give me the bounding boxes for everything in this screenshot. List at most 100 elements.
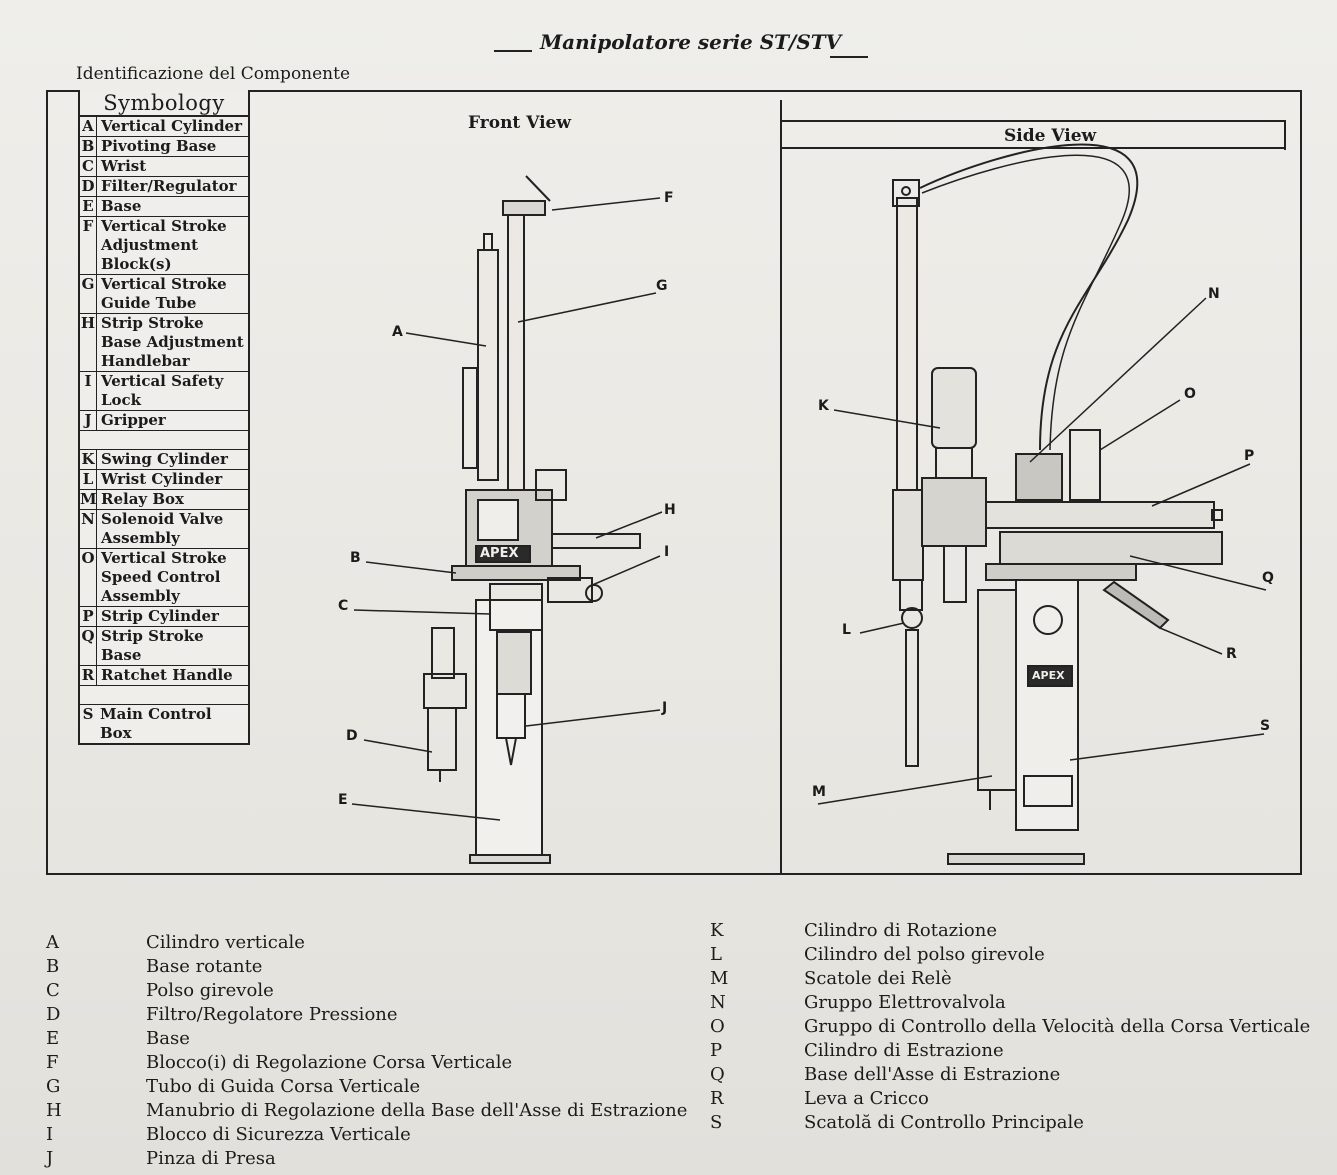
legend-label: Pinza di Presa xyxy=(146,1147,276,1169)
front-base-foot xyxy=(469,854,551,864)
legend-label: Gruppo Elettrovalvola xyxy=(804,991,1006,1013)
front-side-plate xyxy=(462,367,478,469)
side-wrist-block xyxy=(899,579,923,611)
symbology-letter: S xyxy=(82,705,94,723)
document-subtitle: Identificazione del Componente xyxy=(76,64,351,84)
side-swing-cylinder xyxy=(931,367,977,449)
side-speed-control xyxy=(1069,429,1101,501)
title-rule-right xyxy=(830,56,868,58)
side-lower-column xyxy=(892,489,924,581)
callout-n: N xyxy=(1208,286,1220,302)
symbology-label: Ratchet Handle xyxy=(101,666,233,684)
leader-q xyxy=(1129,555,1267,591)
legend-label: Cilindro di Rotazione xyxy=(804,919,997,941)
side-solenoid-valve xyxy=(1015,453,1063,501)
symbology-letter: F xyxy=(80,217,97,274)
front-handlebar xyxy=(551,533,641,549)
legend-label: Blocco(i) di Regolazione Corsa Verticale xyxy=(146,1051,513,1073)
symbology-letter: D xyxy=(80,177,97,196)
side-wrist-cylinder xyxy=(901,607,923,629)
leader-d xyxy=(363,739,433,753)
legend-label: Tubo di Guida Corsa Verticale xyxy=(146,1075,421,1097)
symbology-heading: Symbology xyxy=(80,90,248,117)
legend-label: Blocco di Sicurezza Verticale xyxy=(146,1123,411,1145)
legend-label: Scatole dei Relè xyxy=(804,967,952,989)
symbology-letter: J xyxy=(80,411,97,430)
legend-letter: L xyxy=(710,943,722,965)
legend-letter: Q xyxy=(710,1063,725,1085)
callout-o: O xyxy=(1184,386,1196,402)
symbology-label: Base xyxy=(101,197,142,215)
legend-letter: J xyxy=(46,1147,54,1169)
symbology-label: Vertical Stroke Guide Tube xyxy=(101,275,227,312)
legend-label: Cilindro verticale xyxy=(146,931,305,953)
legend-letter: C xyxy=(46,979,60,1001)
legend-letter: H xyxy=(46,1099,62,1121)
symbology-label: Vertical Cylinder xyxy=(101,117,242,135)
legend-letter: P xyxy=(710,1039,723,1061)
front-cylinder-cap xyxy=(483,233,493,251)
callout-d: D xyxy=(346,728,358,744)
callout-q: Q xyxy=(1262,570,1274,586)
side-column-cap xyxy=(892,179,920,207)
legend-label: Polso girevole xyxy=(146,979,274,1001)
symbology-letter: B xyxy=(80,137,97,156)
legend-letter: I xyxy=(46,1123,54,1145)
symbology-letter: M xyxy=(80,490,97,509)
symbology-label: Strip Stroke Base Adjustment Handlebar xyxy=(101,314,244,370)
drawing-frame xyxy=(46,90,1302,875)
legend-label: Gruppo di Controllo della Velocità della… xyxy=(804,1015,1311,1037)
front-gripper-tip xyxy=(505,737,517,766)
leader-i xyxy=(589,555,661,587)
callout-k: K xyxy=(818,398,829,414)
callout-h: H xyxy=(664,502,676,518)
side-swing-block xyxy=(921,477,987,547)
leader-a xyxy=(405,332,487,347)
side-view-right-rule xyxy=(1284,120,1286,150)
legend-letter: R xyxy=(710,1087,724,1109)
symbology-letter: L xyxy=(80,470,97,489)
side-brand-label: APEX xyxy=(1032,669,1065,682)
side-air-hose xyxy=(919,143,1139,451)
leader-k xyxy=(833,409,941,429)
leader-h xyxy=(595,511,663,539)
front-safety-lock-body xyxy=(547,577,593,603)
side-view-label: Side View xyxy=(1004,126,1097,146)
symbology-label: Relay Box xyxy=(101,490,184,508)
legend-label: Manubrio di Regolazione della Base dell'… xyxy=(146,1099,688,1121)
side-ratchet-handle xyxy=(1102,580,1170,630)
symbology-letter: A xyxy=(80,117,97,136)
legend-letter: N xyxy=(710,991,726,1013)
front-filter-top xyxy=(431,627,455,679)
symbology-label: Strip Stroke Base xyxy=(101,627,204,664)
leader-n xyxy=(1029,297,1207,463)
legend-row: N Gruppo Elettrovalvola xyxy=(710,990,1310,1014)
symbology-label: Wrist xyxy=(101,157,147,175)
front-gripper-body xyxy=(496,631,532,695)
callout-b: B xyxy=(350,550,361,566)
symbology-letter: C xyxy=(80,157,97,176)
side-gripper-arm xyxy=(905,629,919,767)
symbology-letter: E xyxy=(80,197,97,216)
